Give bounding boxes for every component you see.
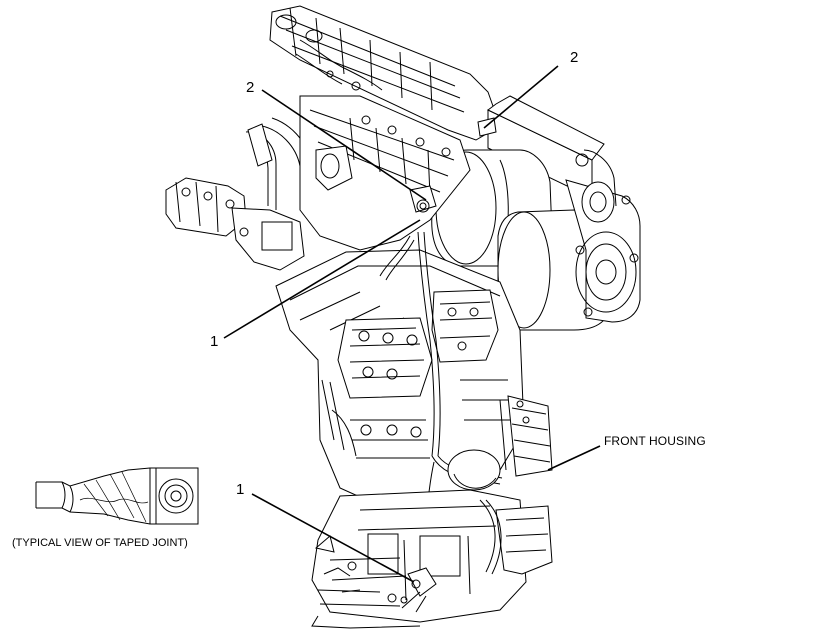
leader-2-upper-right <box>483 65 559 129</box>
inset-caption: (TYPICAL VIEW OF TAPED JOINT) <box>12 537 188 549</box>
leader-1-lower <box>251 493 415 583</box>
callout-2-upper-right: 2 <box>570 49 578 66</box>
callout-2-upper-left: 2 <box>246 79 254 96</box>
front-housing <box>311 449 553 629</box>
leader-lines <box>223 65 601 583</box>
leader-front-housing <box>547 445 601 471</box>
callout-1-middle: 1 <box>210 333 218 350</box>
front-housing-label: FRONT HOUSING <box>604 434 706 448</box>
callout-1-lower: 1 <box>236 481 244 498</box>
intake-manifold <box>269 5 501 141</box>
oil-filter-block <box>165 117 311 271</box>
leader-1-middle <box>223 219 421 339</box>
aftercooler-assembly <box>431 95 641 331</box>
engine-block <box>275 249 553 507</box>
taped-joint-inset <box>35 467 199 525</box>
leader-2-upper-left <box>261 89 427 201</box>
